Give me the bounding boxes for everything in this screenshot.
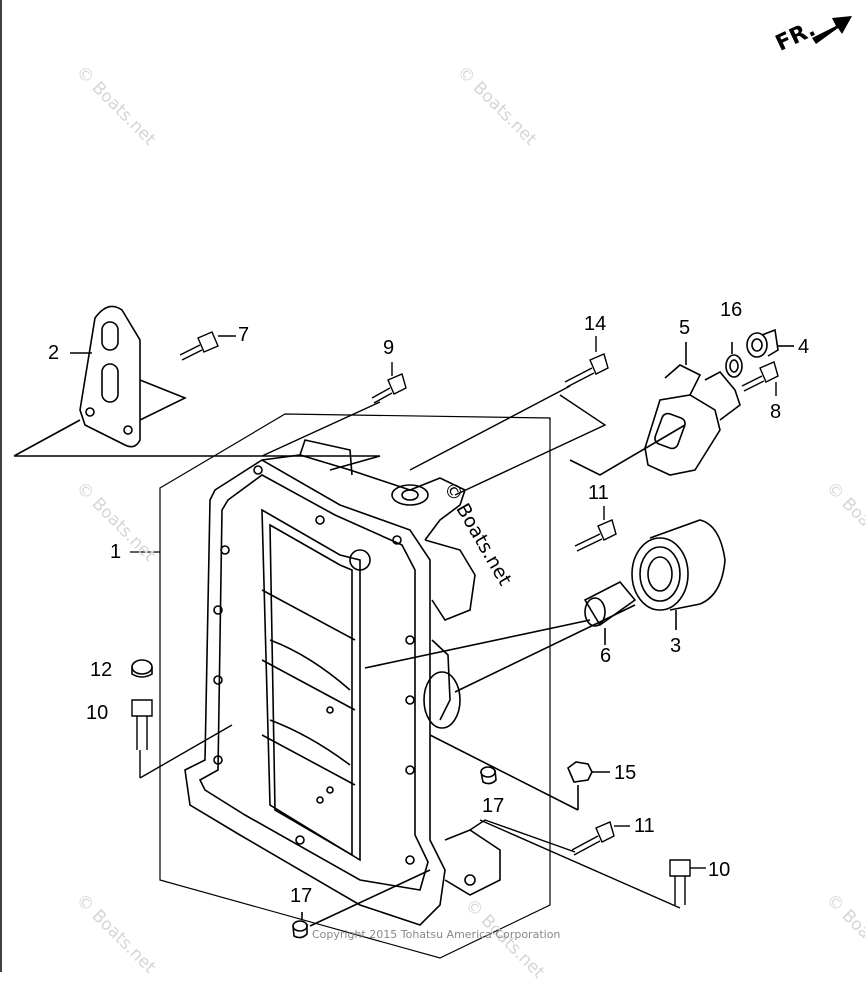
cap-4-drawing (746, 328, 794, 358)
callout-1[interactable]: 1 (110, 541, 122, 563)
housing-5-drawing (569, 342, 741, 476)
callout-8[interactable]: 8 (770, 401, 782, 423)
bolt-10-left-drawing (131, 699, 233, 779)
callout-11-upper[interactable]: 11 (588, 482, 609, 504)
callout-12[interactable]: 12 (90, 659, 113, 681)
callout-14[interactable]: 14 (584, 313, 607, 335)
front-arrow-icon (812, 16, 852, 44)
callout-11-lower[interactable]: 11 (634, 815, 655, 837)
case-assembly-drawing (184, 439, 501, 926)
callout-17-upper[interactable]: 17 (482, 795, 505, 817)
plug-12-drawing (131, 659, 153, 678)
dowel-17-lower-drawing (292, 869, 431, 939)
callout-7[interactable]: 7 (238, 324, 250, 346)
oring-16-drawing (725, 342, 743, 378)
callout-6[interactable]: 6 (600, 645, 612, 667)
bolt-9-drawing (261, 362, 407, 457)
bolt-14-drawing (409, 336, 609, 496)
callout-16[interactable]: 16 (720, 299, 743, 321)
bolt-7-drawing (179, 331, 236, 361)
assembly-outline (130, 413, 551, 959)
fitting-6-drawing (364, 580, 637, 669)
bolt-11-upper-drawing (574, 506, 617, 552)
filter-3-drawing (454, 519, 726, 693)
callout-10-left[interactable]: 10 (86, 702, 109, 724)
callout-4[interactable]: 4 (798, 336, 810, 358)
callout-5[interactable]: 5 (679, 317, 691, 339)
callout-15[interactable]: 15 (614, 762, 637, 784)
callout-2[interactable]: 2 (48, 342, 60, 364)
bolt-10-right-drawing (479, 819, 706, 909)
dowel-17-upper-drawing (480, 766, 497, 785)
callout-17-lower[interactable]: 17 (290, 885, 313, 907)
nut-15-drawing (429, 734, 610, 811)
bolt-8-drawing (741, 361, 779, 396)
callout-3[interactable]: 3 (670, 635, 682, 657)
copyright-text: Copyright 2015 Tohatsu America Corporati… (312, 928, 561, 941)
callout-9[interactable]: 9 (383, 337, 395, 359)
bolt-11-lower-drawing (469, 819, 630, 856)
bracket-part-drawing (13, 305, 381, 471)
callout-10-right[interactable]: 10 (708, 859, 731, 881)
